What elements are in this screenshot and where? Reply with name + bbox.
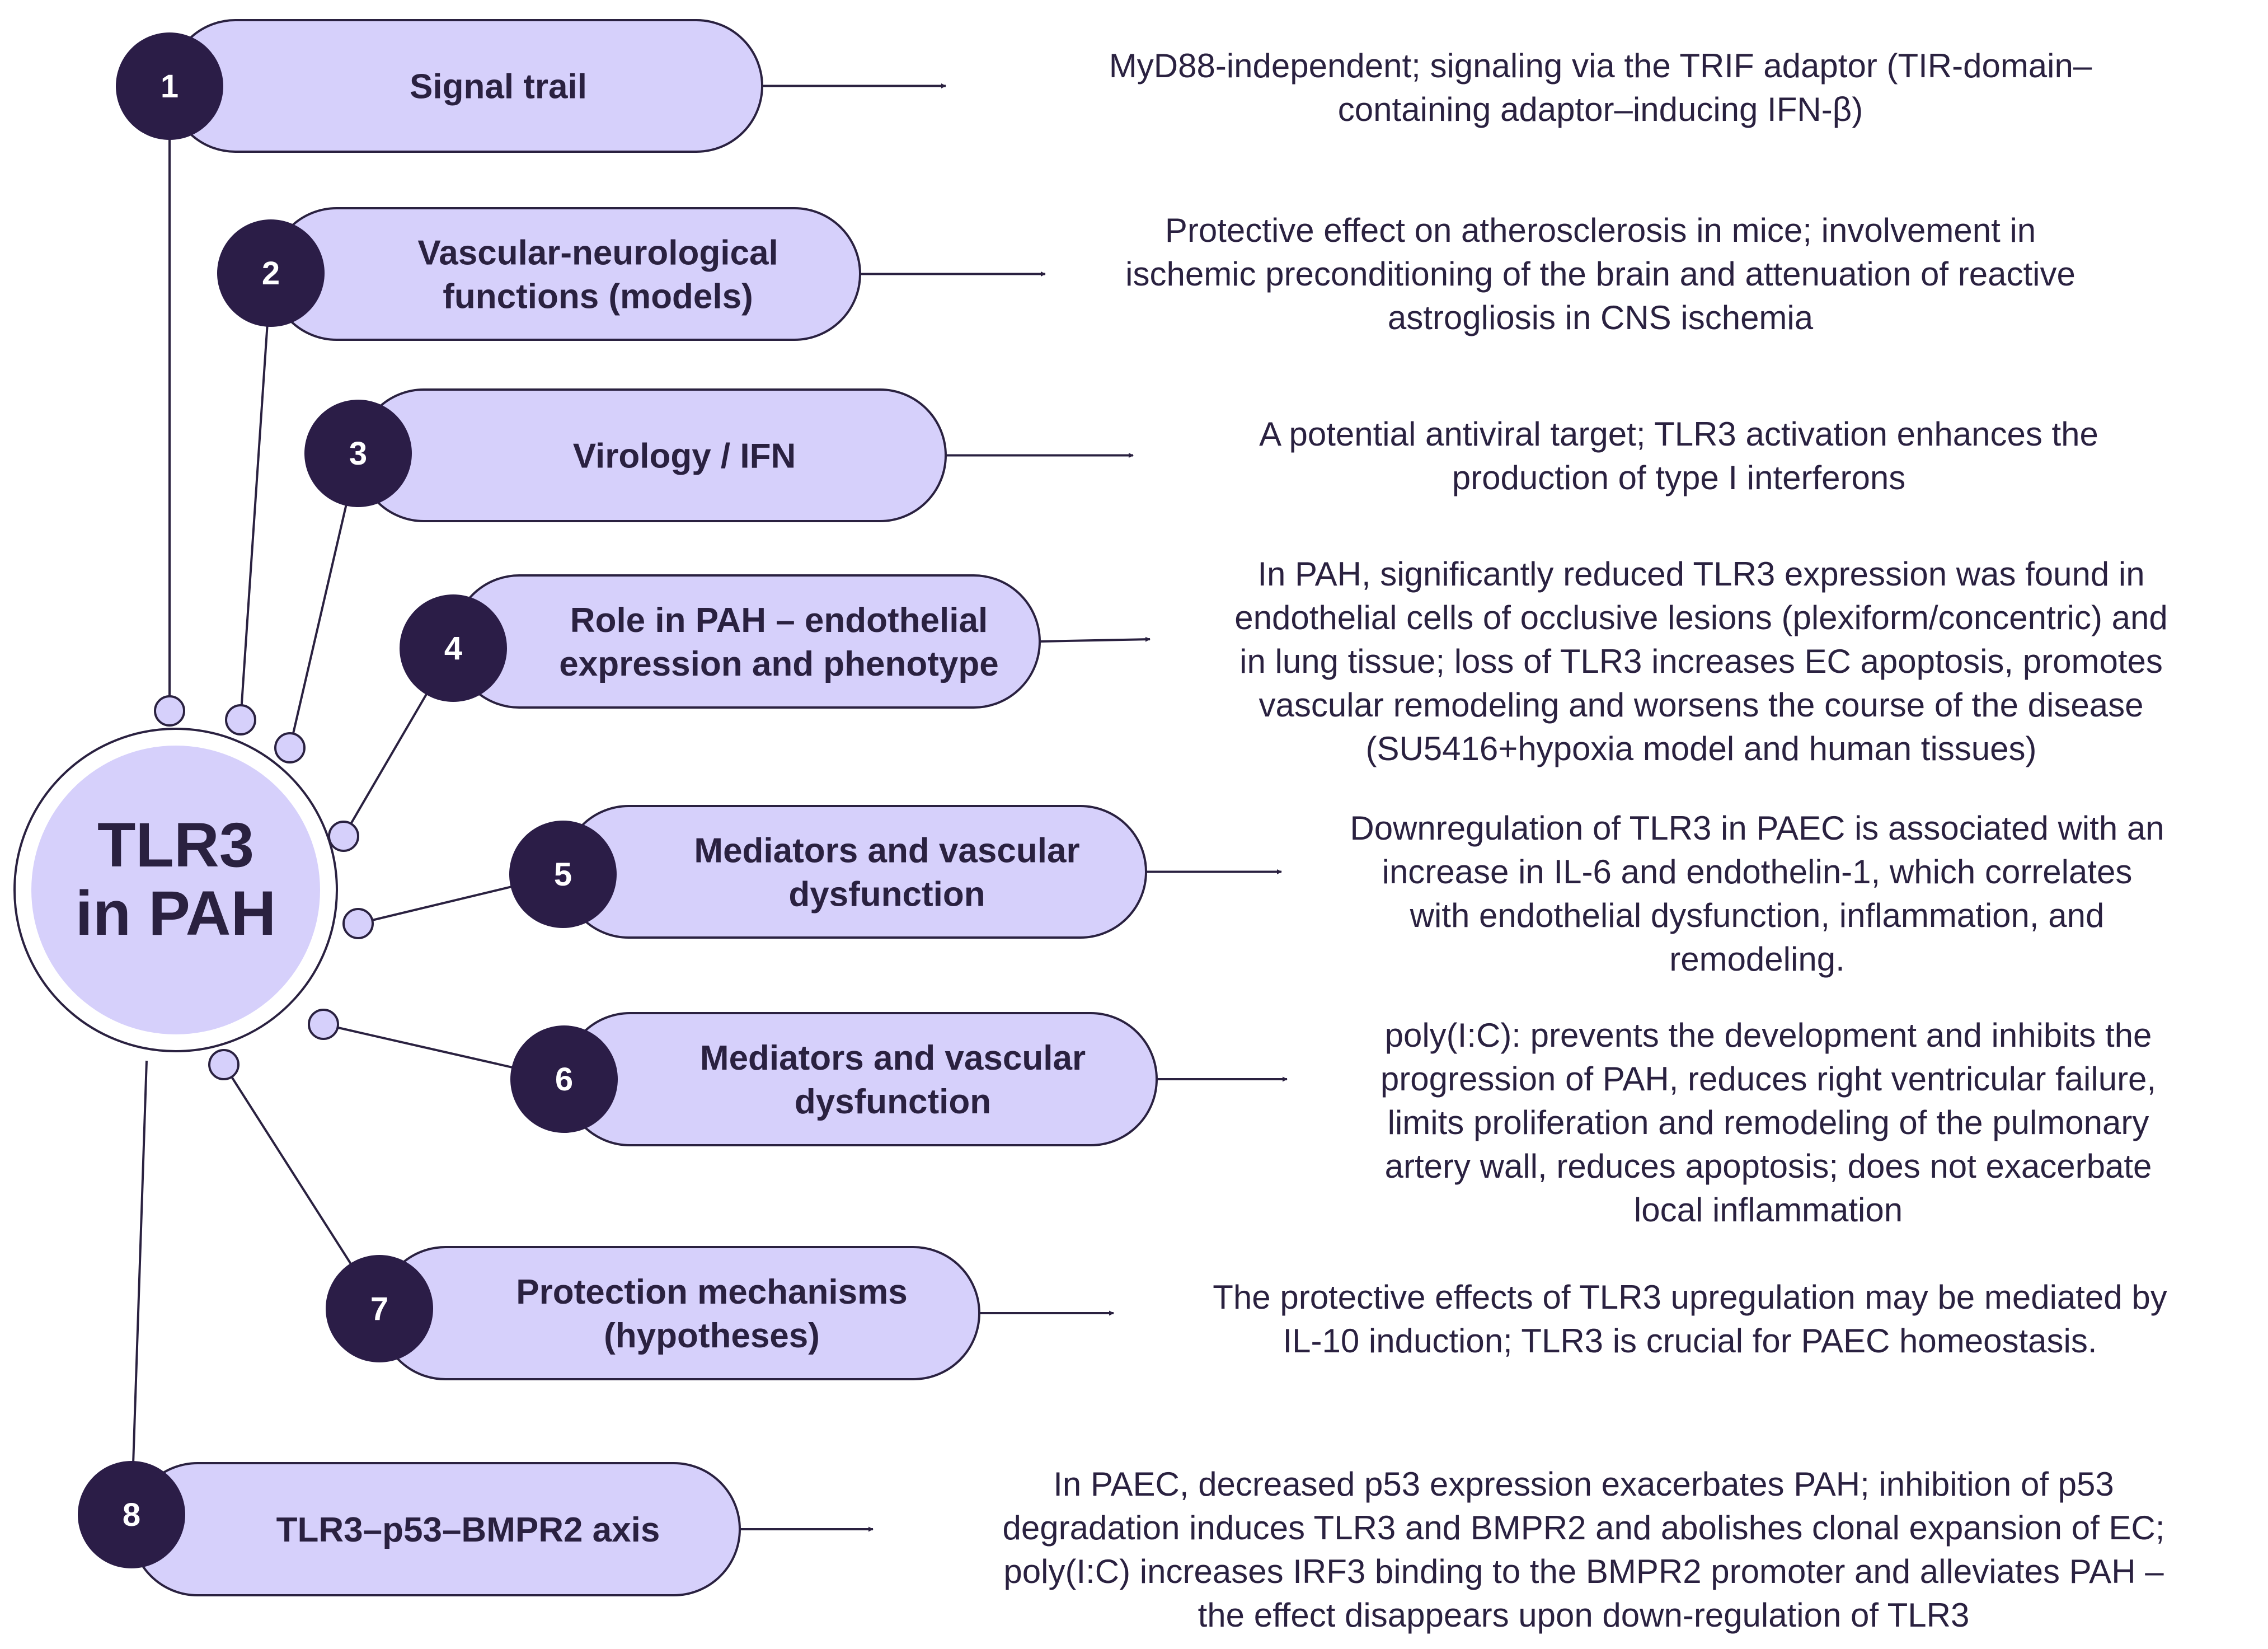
node-pill bbox=[452, 574, 1041, 709]
node-7: 7 Protection mechanisms (hypotheses) The pr… bbox=[326, 1246, 2167, 1380]
node-number: 6 bbox=[555, 1061, 573, 1098]
node-label: Mediators and vascular bbox=[694, 832, 1079, 870]
node-label: Protection mechanisms bbox=[516, 1273, 907, 1311]
node-description-line: the effect disappears upon down-regulati… bbox=[1198, 1596, 1970, 1634]
node-description-line: increase in IL-6 and endothelin-1, which… bbox=[1382, 853, 2133, 891]
node-label: (hypotheses) bbox=[604, 1317, 820, 1355]
connector-line-2 bbox=[240, 273, 272, 720]
connector-line-8 bbox=[130, 1060, 148, 1515]
node-label: Role in PAH – endothelial bbox=[570, 601, 988, 640]
node-label: TLR3–p53–BMPR2 axis bbox=[276, 1511, 660, 1549]
node-description-line: In PAH, significantly reduced TLR3 expre… bbox=[1257, 555, 2144, 593]
node-description-line: with endothelial dysfunction, inflammati… bbox=[1410, 897, 2105, 934]
hub-anchor-dot bbox=[308, 1009, 339, 1040]
node-description-line: degradation induces TLR3 and BMPR2 and a… bbox=[1003, 1509, 2165, 1547]
node-5: 5 Mediators and vascular dysfunction Downre… bbox=[509, 805, 2164, 978]
node-number-circle bbox=[509, 821, 617, 928]
node-number-circle bbox=[400, 594, 507, 702]
node-8: 8 TLR3–p53–BMPR2 axis In PAEC, decreased p… bbox=[78, 1461, 2164, 1634]
node-description-line: limits proliferation and remodeling of t… bbox=[1388, 1104, 2149, 1141]
node-pill bbox=[378, 1246, 980, 1380]
node-description-line: endothelial cells of occlusive lesions (… bbox=[1234, 599, 2167, 636]
node-description-line: in lung tissue; loss of TLR3 increases E… bbox=[1239, 643, 2163, 680]
node-description-line: containing adaptor–inducing IFN-β) bbox=[1338, 91, 1863, 128]
node-description-line: vascular remodeling and worsens the cour… bbox=[1259, 686, 2144, 724]
node-description-line: production of type I interferons bbox=[1452, 459, 1905, 496]
node-number-circle bbox=[304, 400, 412, 507]
node-label: Virology / IFN bbox=[573, 437, 796, 476]
hub-inner-circle bbox=[31, 746, 320, 1034]
node-4: 4 Role in PAH – endothelial expression and… bbox=[400, 555, 2168, 767]
node-description-line: poly(I:C) increases IRF3 binding to the … bbox=[1003, 1553, 2164, 1590]
node-number: 4 bbox=[444, 630, 462, 667]
node-description-line: local inflammation bbox=[1634, 1191, 1903, 1229]
node-description-line: IL-10 induction; TLR3 is crucial for PAE… bbox=[1283, 1322, 2097, 1360]
node-description-line: (SU5416+hypoxia model and human tissues) bbox=[1365, 730, 2036, 767]
node-number: 3 bbox=[349, 435, 367, 472]
node-number: 8 bbox=[123, 1497, 140, 1533]
node-label: dysfunction bbox=[788, 875, 985, 914]
node-description-line: remodeling. bbox=[1669, 940, 1845, 978]
node-label: Signal trail bbox=[410, 68, 587, 106]
node-number-circle bbox=[510, 1025, 618, 1133]
node-label: Vascular-neurological bbox=[417, 234, 778, 273]
nodes-layer: 1 Signal trail MyD88-independent; signalin… bbox=[78, 19, 2168, 1634]
node-number-circle bbox=[116, 32, 223, 140]
node-number-circle bbox=[326, 1255, 433, 1362]
node-number: 2 bbox=[262, 255, 280, 292]
hub-anchor-dot bbox=[328, 821, 359, 852]
hub-anchor-dot bbox=[154, 695, 185, 727]
hub-anchor-dot bbox=[225, 704, 256, 736]
node-number: 7 bbox=[370, 1291, 388, 1327]
node-description-line: Protective effect on atherosclerosis in … bbox=[1165, 212, 2036, 249]
node-description-line: A potential antiviral target; TLR3 activ… bbox=[1259, 415, 2098, 453]
hub-anchor-dot bbox=[208, 1049, 240, 1080]
hub-anchor-dot bbox=[274, 732, 306, 763]
node-description-line: The protective effects of TLR3 upregulat… bbox=[1213, 1278, 2167, 1316]
node-label: functions (models) bbox=[443, 278, 753, 316]
node-2: 2 Vascular-neurological functions (models)… bbox=[217, 207, 2076, 341]
node-3: 3 Virology / IFN A potential antiviral tar… bbox=[304, 388, 2098, 522]
node-label: Mediators and vascular bbox=[700, 1039, 1086, 1078]
hub-title-line: TLR3 bbox=[97, 810, 254, 880]
node-description-line: ischemic preconditioning of the brain an… bbox=[1125, 255, 2076, 293]
node-pill bbox=[270, 207, 861, 341]
node-number: 1 bbox=[161, 68, 179, 105]
node-description-line: astrogliosis in CNS ischemia bbox=[1388, 299, 1814, 336]
node-number: 5 bbox=[554, 856, 572, 893]
hub-anchor-dot bbox=[342, 908, 374, 939]
node-description-line: poly(I:C): prevents the development and … bbox=[1385, 1016, 2152, 1054]
node-description-line: In PAEC, decreased p53 expression exacer… bbox=[1053, 1465, 2114, 1503]
hub-title-line: in PAH bbox=[76, 878, 276, 948]
node-description-line: MyD88-independent; signaling via the TRI… bbox=[1109, 47, 2092, 85]
node-pill bbox=[563, 1012, 1158, 1146]
node-description-line: artery wall, reduces apoptosis; does not… bbox=[1385, 1147, 2152, 1185]
connectors-layer bbox=[130, 86, 565, 1515]
node-label: expression and phenotype bbox=[559, 645, 999, 683]
node-arrow bbox=[1039, 636, 1151, 643]
node-label: dysfunction bbox=[795, 1083, 991, 1121]
node-number-circle bbox=[78, 1461, 185, 1568]
node-6: 6 Mediators and vascular dysfunction poly(I… bbox=[510, 1012, 2156, 1229]
node-description-line: Downregulation of TLR3 in PAEC is associ… bbox=[1350, 809, 2164, 847]
node-pill bbox=[562, 805, 1147, 939]
node-description-line: progression of PAH, reduces right ventri… bbox=[1380, 1060, 2156, 1098]
node-1: 1 Signal trail MyD88-independent; signalin… bbox=[116, 19, 2092, 153]
node-number-circle bbox=[217, 219, 325, 327]
